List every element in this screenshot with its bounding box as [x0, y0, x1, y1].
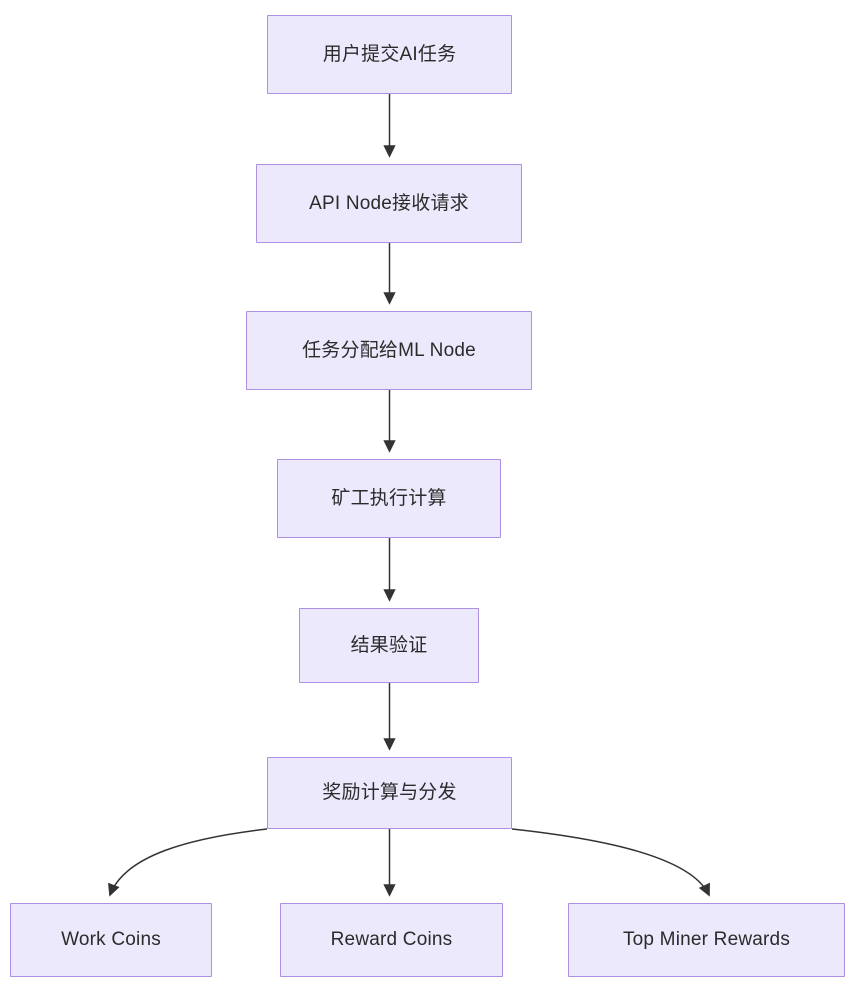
node-label: Reward Coins	[330, 929, 453, 951]
node-label: 矿工执行计算	[331, 487, 447, 509]
node-miner-executes-computation[interactable]: 矿工执行计算	[277, 459, 501, 538]
edge-n6-to-n9	[511, 828, 710, 897]
node-reward-coins[interactable]: Reward Coins	[280, 903, 503, 977]
node-label: 结果验证	[350, 634, 428, 656]
node-label: 用户提交AI任务	[322, 43, 457, 65]
node-result-verification[interactable]: 结果验证	[299, 608, 479, 683]
node-label: Top Miner Rewards	[622, 929, 791, 951]
node-work-coins[interactable]: Work Coins	[10, 903, 212, 977]
edge-n6-to-n7	[108, 828, 268, 897]
node-api-node-receives-request[interactable]: API Node接收请求	[256, 164, 522, 243]
node-label: 奖励计算与分发	[322, 782, 457, 804]
node-task-assigned-to-ml-node[interactable]: 任务分配给ML Node	[246, 311, 532, 390]
node-user-submits-ai-task[interactable]: 用户提交AI任务	[267, 15, 512, 94]
node-reward-calculation-and-distribution[interactable]: 奖励计算与分发	[267, 757, 512, 829]
node-label: Work Coins	[61, 929, 161, 951]
node-top-miner-rewards[interactable]: Top Miner Rewards	[568, 903, 845, 977]
node-label: API Node接收请求	[309, 192, 469, 214]
node-label: 任务分配给ML Node	[302, 339, 476, 361]
